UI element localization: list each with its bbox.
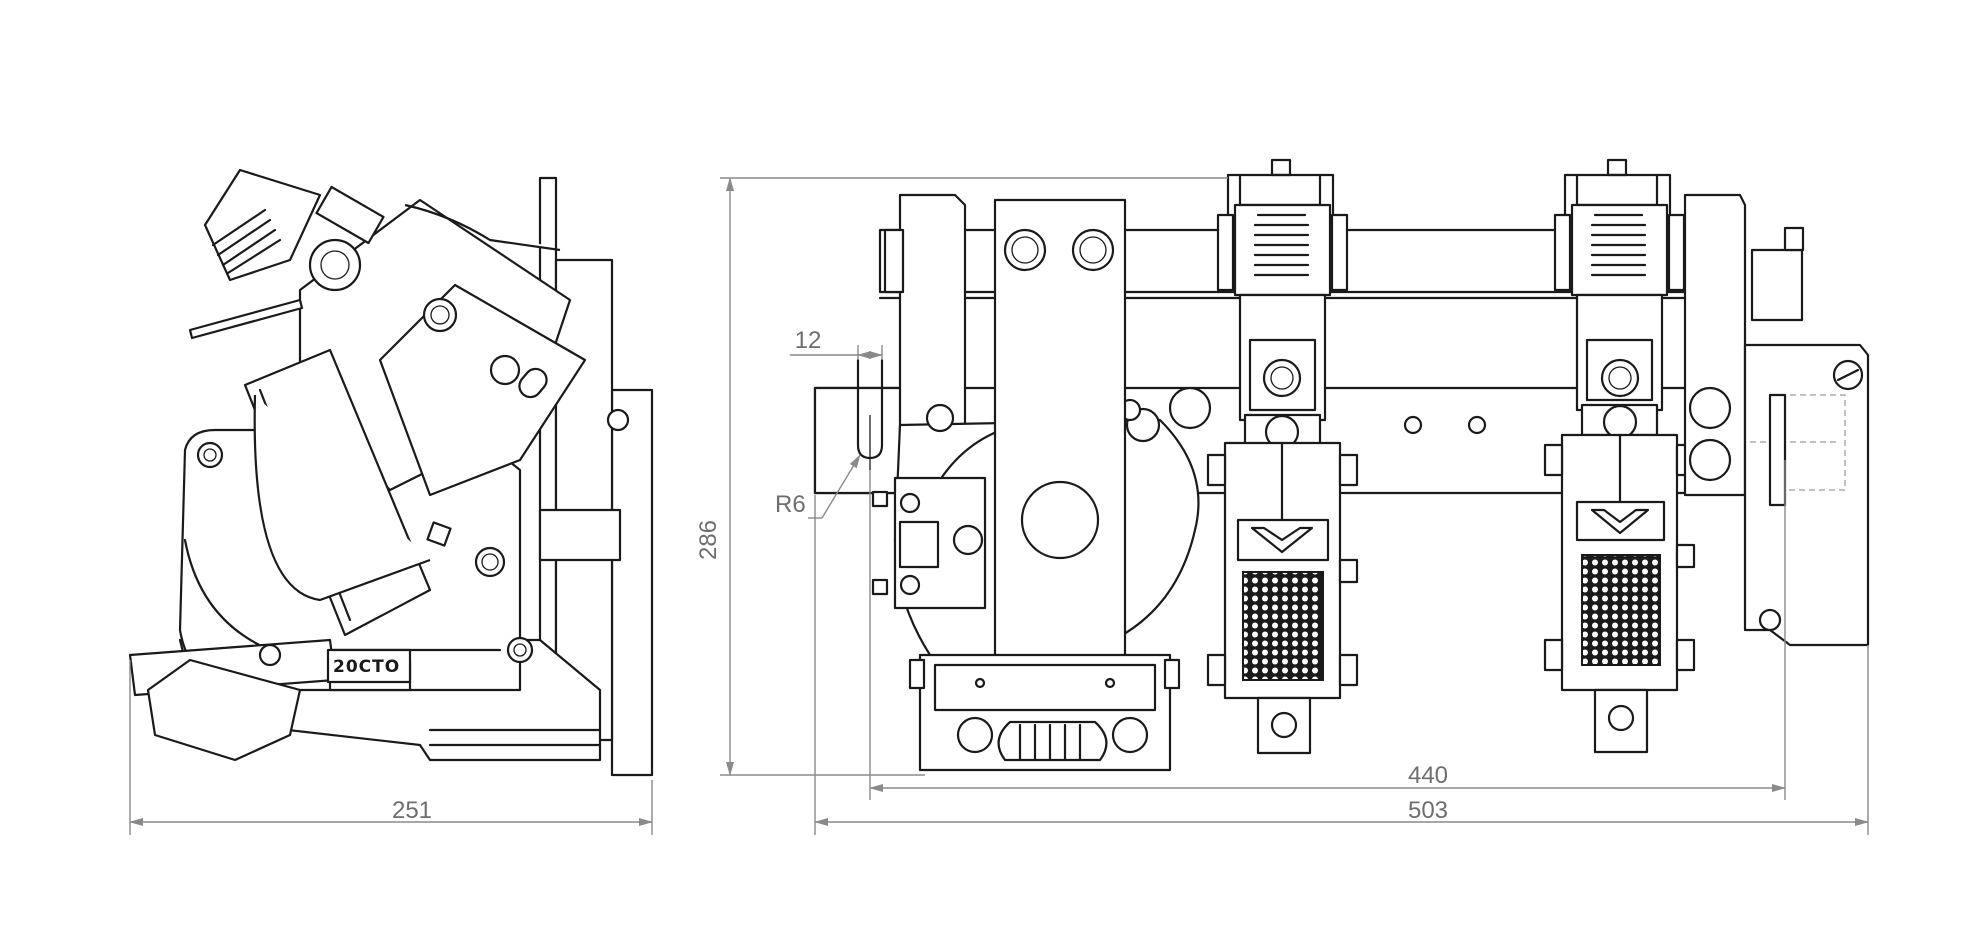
side-width-label: 251 <box>392 797 432 824</box>
overall-width-label: 503 <box>1408 797 1448 824</box>
overall-width-dimension: 503 <box>814 495 1869 835</box>
slot-spacing-label: 440 <box>1408 762 1448 789</box>
slot-width-dimension: 12 <box>790 327 883 360</box>
front-view <box>813 158 1870 772</box>
slot-radius-dimension: R6 <box>775 454 861 519</box>
slot-spacing-dimension: 440 <box>869 460 1786 800</box>
slot-radius-label: R6 <box>775 491 806 518</box>
side-view: 20CTO <box>128 168 654 777</box>
height-label: 286 <box>695 520 722 560</box>
logo-text: 20CTO <box>333 657 400 677</box>
side-width-dimension: 251 <box>129 660 653 835</box>
height-dimension: 286 <box>695 177 1228 776</box>
slot-width-label: 12 <box>795 327 822 354</box>
